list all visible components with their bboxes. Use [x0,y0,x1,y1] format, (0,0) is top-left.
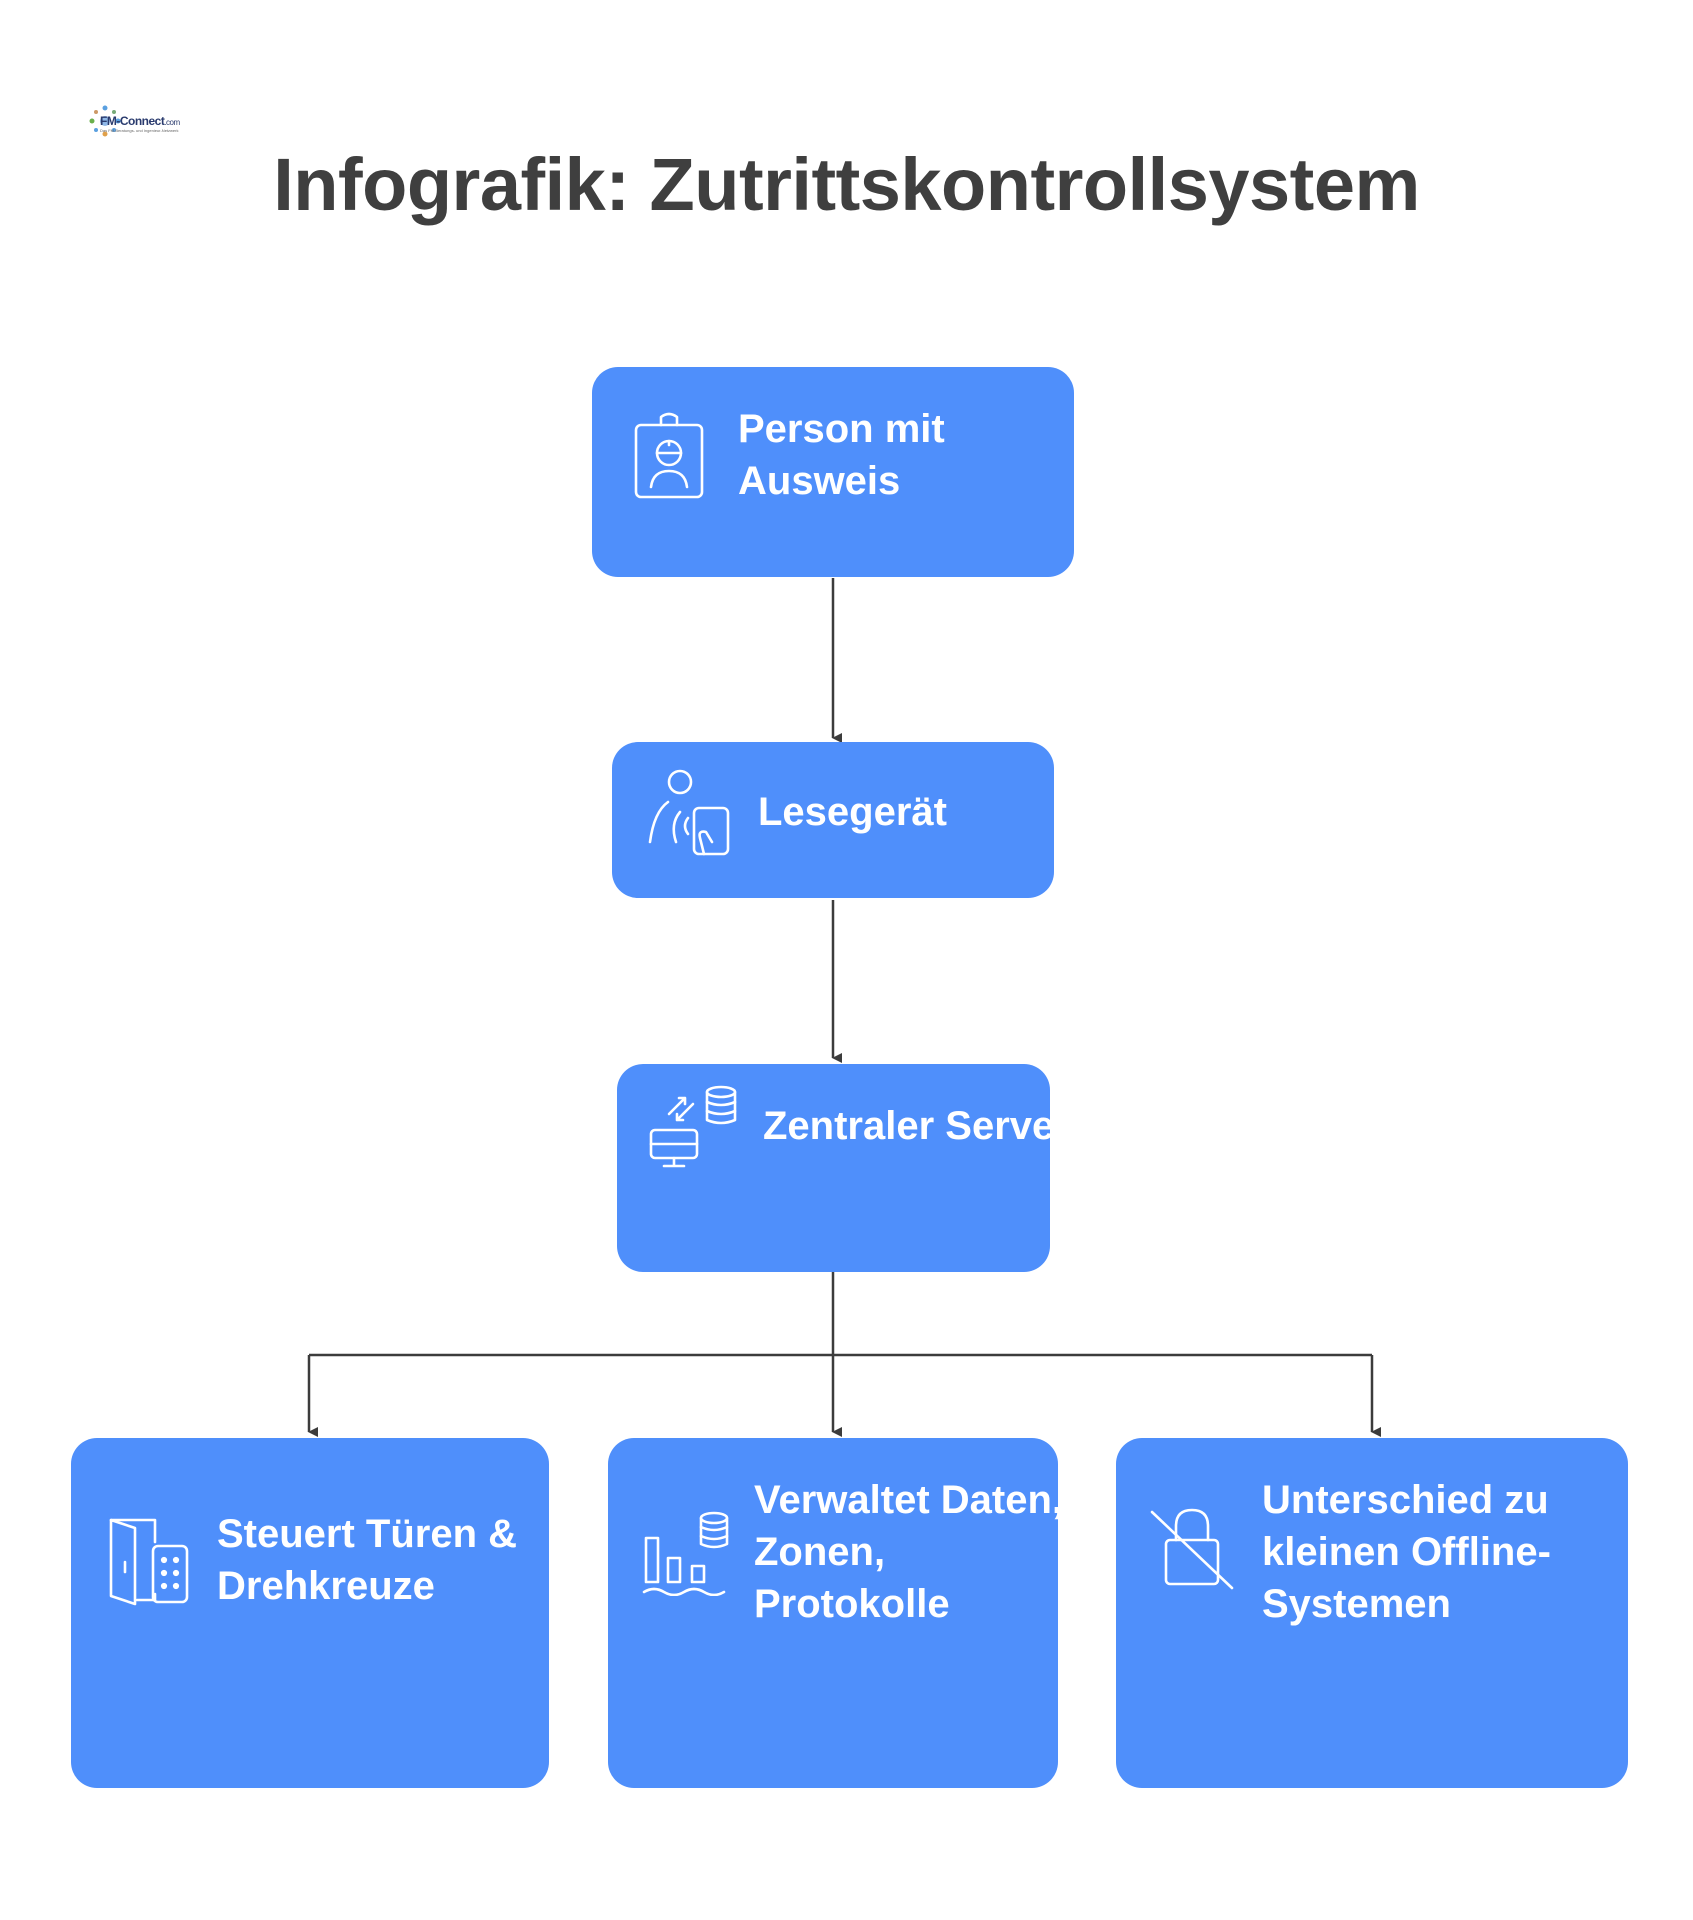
node-server-label: Zentraler Server [763,1104,1050,1148]
node-doors-turnstiles: Steuert Türen & Drehkreuze [71,1438,549,1788]
node-reader-label: Lesegerät [758,790,947,834]
lock-off-icon [1150,1508,1234,1590]
logo-tagline: Das FM-Beratungs- und Ingenieur-Netzwerk [100,128,179,133]
logo: FM-Connect.com Das FM-Beratungs- und Ing… [88,104,180,144]
node-offline-difference: Unterschied zu kleinen Offline- Systemen [1116,1438,1628,1788]
id-badge-icon [634,412,704,499]
logo-wordmark: FM-Connect.com [100,114,180,128]
node-offline-label: Unterschied zu kleinen Offline- Systemen [1262,1478,1551,1626]
node-data-label: Verwaltet Daten, Zonen, Protokolle [754,1478,1058,1626]
node-doors-label: Steuert Türen & Drehkreuze [217,1512,518,1608]
server-sync-icon [649,1085,737,1168]
node-reader: Lesegerät [612,742,1054,898]
node-data-management: Verwaltet Daten, Zonen, Protokolle [608,1438,1058,1788]
database-chart-icon [642,1511,729,1596]
door-keypad-icon [109,1518,189,1606]
node-person-label: Person mit Ausweis [738,407,945,503]
logo-star-icon [89,105,121,137]
node-central-server: Zentraler Server [617,1064,1050,1272]
page-title: Infografik: Zutrittskontrollsystem [273,143,1420,226]
contactless-tap-icon [648,769,730,856]
node-person-with-badge: Person mit Ausweis [592,367,1074,577]
